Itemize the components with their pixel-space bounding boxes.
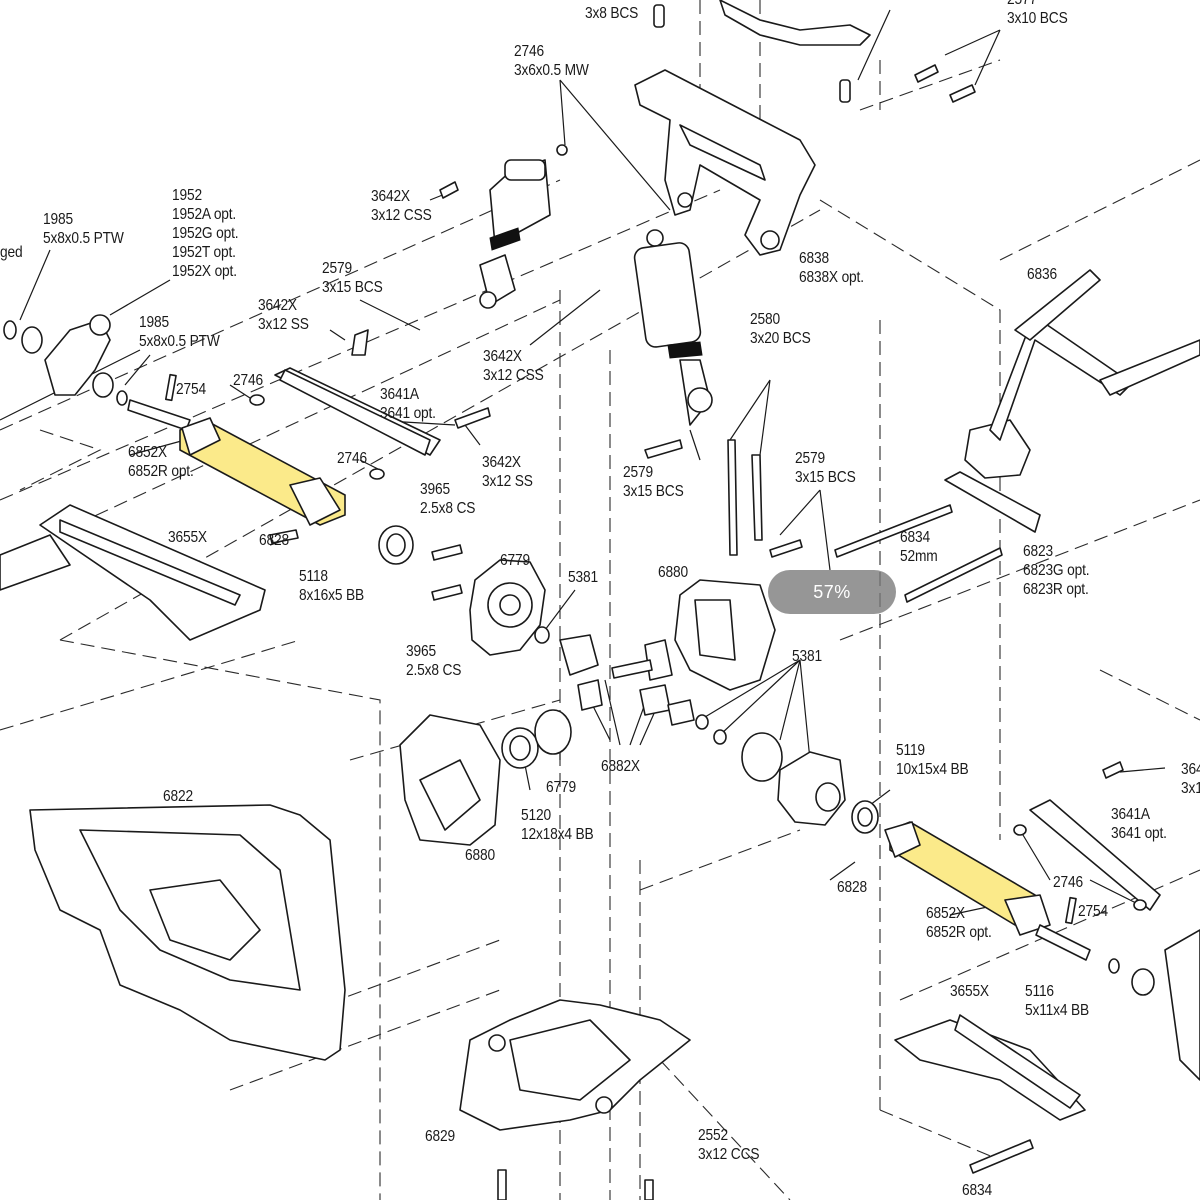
rear-shock-tower bbox=[634, 69, 816, 256]
label-6822: 6822 bbox=[163, 788, 193, 805]
label-3965-b: 3965 2.5x8 CS bbox=[406, 643, 462, 679]
label-2754-a: 2754 bbox=[176, 381, 206, 398]
label-2746-top: 2746 3x6x0.5 MW bbox=[514, 43, 589, 79]
label-5381-b: 5381 bbox=[792, 648, 822, 665]
label-ged: ged bbox=[0, 244, 23, 261]
label-5381-a: 5381 bbox=[568, 569, 598, 586]
label-6829: 6829 bbox=[425, 1128, 455, 1145]
label-6838: 6838 6838X opt. bbox=[799, 250, 864, 286]
label-3641a-a: 3641A 3641 opt. bbox=[380, 386, 436, 422]
label-6852x-b: 6852X 6852R opt. bbox=[926, 905, 992, 941]
label-6880-b: 6880 bbox=[465, 847, 495, 864]
label-5118: 5118 8x16x5 BB bbox=[299, 568, 365, 604]
label-2577: 2577 3x10 BCS bbox=[1007, 0, 1068, 27]
label-3655x-a: 3655X bbox=[168, 529, 207, 546]
label-6852x-a: 6852X 6852R opt. bbox=[128, 444, 194, 480]
label-2746-b: 2746 bbox=[337, 450, 367, 467]
label-6779-b: 6779 bbox=[546, 779, 576, 796]
label-2746-a: 2746 bbox=[233, 372, 263, 389]
center-differential bbox=[399, 544, 879, 846]
label-2579-a: 2579 3x15 BCS bbox=[322, 260, 383, 296]
label-6828-a: 6828 bbox=[259, 532, 289, 549]
label-6834-a: 6834 52mm bbox=[900, 529, 938, 565]
rear-shocks bbox=[439, 144, 713, 426]
label-3642x-ss-b: 3642X 3x12 SS bbox=[482, 454, 533, 490]
chassis-parts bbox=[29, 804, 691, 1200]
zoom-level-indicator: 57% bbox=[768, 570, 896, 614]
label-1985-a: 1985 5x8x0.5 PTW bbox=[43, 211, 124, 247]
right-drivetrain bbox=[644, 269, 1200, 1174]
label-2579-c: 2579 3x15 BCS bbox=[795, 450, 856, 486]
label-2754-b: 2754 bbox=[1078, 903, 1108, 920]
label-2580: 2580 3x20 BCS bbox=[750, 311, 811, 347]
label-2552: 2552 3x12 CCS bbox=[698, 1127, 760, 1163]
left-drivetrain bbox=[0, 314, 491, 641]
label-6834-b: 6834 bbox=[962, 1182, 992, 1199]
label-3655x-b: 3655X bbox=[950, 983, 989, 1000]
label-3965-a: 3965 2.5x8 CS bbox=[420, 481, 476, 517]
label-6836: 6836 bbox=[1027, 266, 1057, 283]
label-2575: 3x8 BCS bbox=[585, 5, 639, 22]
label-3642x-css-b: 3642X 3x12 CSS bbox=[483, 348, 544, 384]
label-3641a-b: 3641A 3641 opt. bbox=[1111, 806, 1167, 842]
top-partial-parts bbox=[653, 0, 976, 103]
label-1952: 1952 1952A opt. 1952G opt. 1952T opt. 19… bbox=[172, 187, 239, 280]
label-2579-b: 2579 3x15 BCS bbox=[623, 464, 684, 500]
label-6882x: 6882X bbox=[601, 758, 640, 775]
label-364x-partial: 364 3x1 bbox=[1181, 761, 1200, 797]
label-1985-b: 1985 5x8x0.5 PTW bbox=[139, 314, 220, 350]
label-3642x-css-a: 3642X 3x12 CSS bbox=[371, 188, 432, 224]
label-5119: 5119 10x15x4 BB bbox=[896, 742, 969, 778]
label-6828-b: 6828 bbox=[837, 879, 867, 896]
label-6779-a: 6779 bbox=[500, 552, 530, 569]
label-2746-c: 2746 bbox=[1053, 874, 1083, 891]
label-3642x-ss-a: 3642X 3x12 SS bbox=[258, 297, 309, 333]
label-6880-a: 6880 bbox=[658, 564, 688, 581]
label-5120: 5120 12x18x4 BB bbox=[521, 807, 594, 843]
label-6823: 6823 6823G opt. 6823R opt. bbox=[1023, 543, 1090, 598]
label-5116: 5116 5x11x4 BB bbox=[1025, 983, 1089, 1019]
